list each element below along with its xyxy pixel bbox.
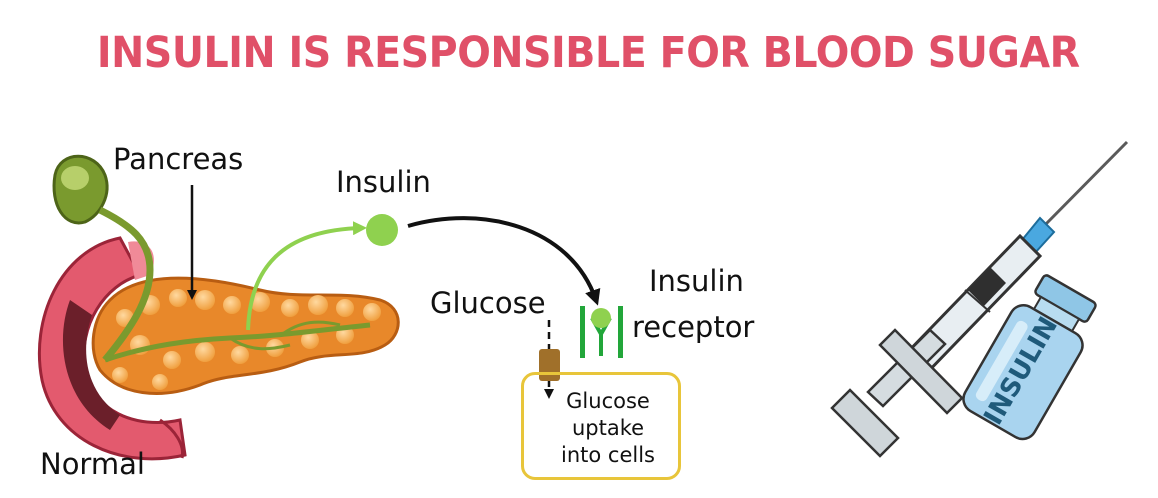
page-title: INSULIN IS RESPONSIBLE FOR BLOOD SUGAR (96, 28, 1080, 78)
cell-box-line3: into cells (561, 443, 655, 467)
pancreas-label: Pancreas (113, 142, 244, 176)
insulin-to-receptor-arrow (407, 216, 601, 306)
glucose-label: Glucose (430, 286, 546, 320)
syringe-illustration (830, 140, 1129, 458)
pancreas-illustration (37, 154, 400, 461)
insulin-label: Insulin (336, 165, 431, 199)
insulin-receptor (580, 306, 623, 358)
gallbladder (52, 154, 154, 363)
cell-box-text: Glucose uptake into cells (548, 388, 668, 469)
insulin-release-arrow (246, 221, 367, 331)
insulin-molecule (366, 214, 398, 246)
cell-box-line1: Glucose (566, 389, 650, 413)
cell-box (521, 372, 681, 480)
insulin-receptor-label-line1: Insulin (649, 264, 744, 298)
normal-label: Normal (40, 447, 145, 481)
cell-box-line2: uptake (571, 416, 645, 440)
duodenum (37, 236, 187, 461)
insulin-receptor-label-line2: receptor (632, 310, 755, 344)
